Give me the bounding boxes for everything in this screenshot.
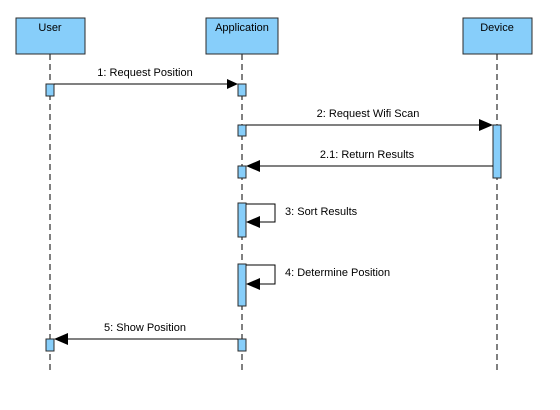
activation-app-1[interactable] [237, 83, 247, 97]
message-3-sort-results[interactable]: 3: Sort Results [246, 203, 358, 228]
message-1-label: 1: Request Position [97, 67, 192, 79]
message-2-1-return-results[interactable]: 2.1: Return Results [246, 149, 493, 172]
activation-app-3[interactable] [237, 165, 247, 179]
message-2-1-label: 2.1: Return Results [320, 149, 415, 161]
message-2-label: 2: Request Wifi Scan [317, 108, 420, 120]
message-2-request-wifi-scan[interactable]: 2: Request Wifi Scan [246, 108, 493, 131]
message-4-determine-position[interactable]: 4: Determine Position [246, 264, 390, 290]
activation-user-2[interactable] [45, 338, 55, 352]
participant-device[interactable]: Device [462, 17, 533, 55]
activation-app-2[interactable] [237, 124, 247, 137]
message-1-request-position[interactable]: 1: Request Position [54, 67, 238, 89]
message-5-show-position[interactable]: 5: Show Position [54, 322, 238, 345]
participant-user-label: User [38, 22, 62, 34]
activation-device-1[interactable] [492, 124, 502, 179]
message-3-label: 3: Sort Results [285, 206, 358, 218]
activation-app-4[interactable] [237, 202, 247, 238]
participant-application-label: Application [215, 22, 269, 34]
participant-application[interactable]: Application [205, 17, 279, 55]
activation-app-6[interactable] [237, 338, 247, 352]
message-4-label: 4: Determine Position [285, 267, 390, 279]
message-5-label: 5: Show Position [104, 322, 186, 334]
participant-device-label: Device [480, 22, 514, 34]
participant-user[interactable]: User [15, 17, 86, 55]
activation-app-5[interactable] [237, 263, 247, 307]
activation-user-1[interactable] [45, 83, 55, 97]
